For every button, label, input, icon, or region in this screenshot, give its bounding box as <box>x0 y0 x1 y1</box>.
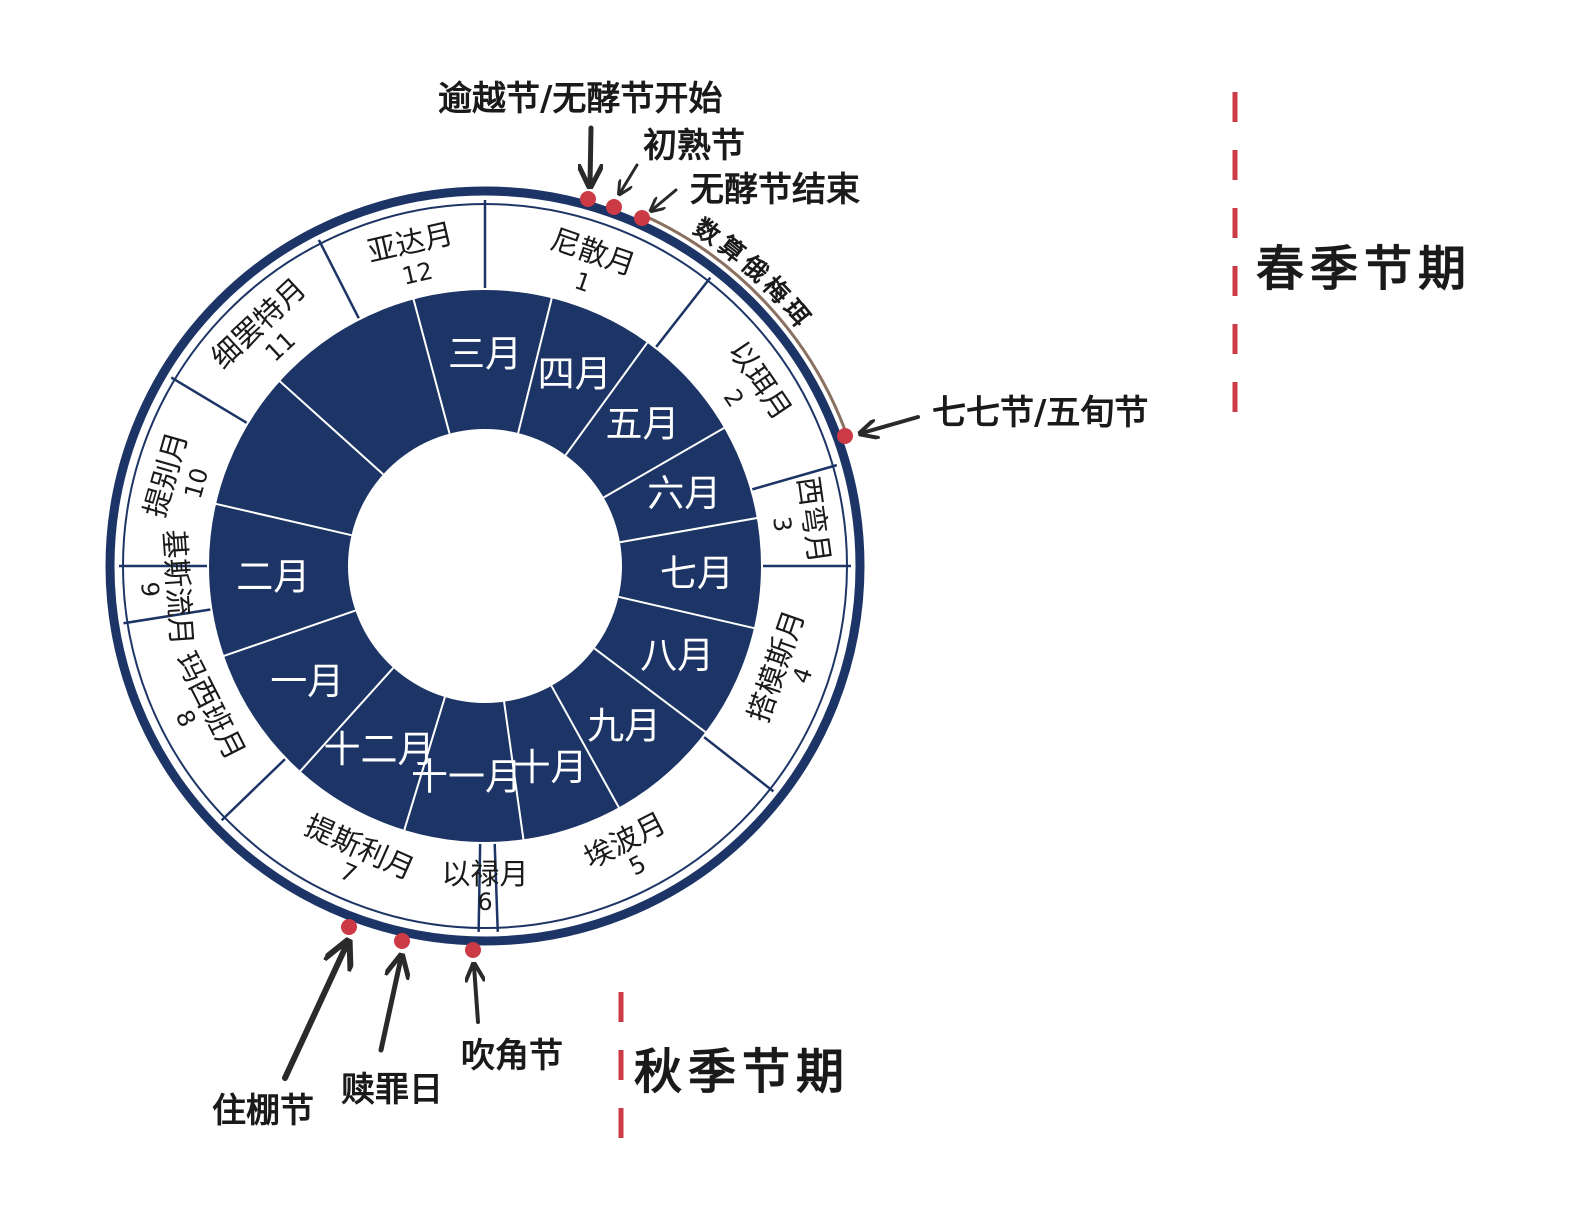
trumpets-dot <box>465 942 481 958</box>
outer-month-number-9: 9 <box>135 581 164 598</box>
firstfruits-dot <box>606 199 622 215</box>
tabernacles-dot <box>341 919 357 935</box>
inner-month-label-9: 十一月 <box>411 756 522 799</box>
inner-divider-8 <box>550 685 621 809</box>
outer-month-number-12: 12 <box>399 257 435 291</box>
trumpets-arrow-icon <box>474 966 478 1024</box>
tabernacles-label: 住棚节 <box>212 1091 314 1131</box>
omer-arc <box>644 214 847 431</box>
tabernacles-arrow-icon <box>282 944 347 1081</box>
outer-month-name-9: 基斯流月 <box>157 528 199 646</box>
unleavened-end-label: 无酵节结束 <box>690 170 860 210</box>
pentecost-arrow-icon <box>862 415 920 433</box>
unleavened-end-arrow-icon <box>652 188 678 210</box>
inner-month-dividers <box>214 296 758 841</box>
inner-month-label-12: 二月 <box>236 556 310 599</box>
inner-month-label-7: 九月 <box>587 704 661 747</box>
outer-divider-11 <box>170 376 248 424</box>
outer-month-number-3: 3 <box>767 515 797 534</box>
inner-divider-12 <box>222 609 356 658</box>
passover-label: 逾越节/无酵节开始 <box>438 79 722 119</box>
atonement-label: 赎罪日 <box>341 1070 443 1110</box>
pentecost-dot <box>837 428 853 444</box>
festival-arrows <box>282 125 920 1081</box>
festival-markers <box>341 191 853 958</box>
inner-month-label-2: 四月 <box>538 352 612 395</box>
firstfruits-arrow-icon <box>620 163 639 193</box>
wheel-center <box>348 429 622 703</box>
inner-divider-5 <box>619 516 758 544</box>
inner-divider-14 <box>278 379 384 476</box>
outer-month-name-6: 以禄月 <box>441 857 528 891</box>
spring-season-label: 春季节期 <box>1256 241 1472 297</box>
autumn-season-label: 秋季节期 <box>634 1044 850 1100</box>
inner-month-labels: 三月四月五月六月七月八月九月十月十一月十二月 一月 二月 <box>236 333 734 799</box>
calendar-wheel: 尼散月1以珥月2西弯月3搭模斯月4埃波月5以禄月6提斯利月7玛西班月8基斯流月9… <box>105 186 865 946</box>
trumpets-label: 吹角节 <box>461 1036 563 1076</box>
inner-divider-10 <box>403 696 446 832</box>
passover-arrow-icon <box>590 125 591 184</box>
inner-month-label-10: 十二月 <box>324 728 435 771</box>
festival-labels: 逾越节/无酵节开始 初熟节 无酵节结束 七七节/五旬节 吹角节 赎罪日 住棚节 <box>212 79 1148 1131</box>
inner-divider-7 <box>593 647 707 734</box>
inner-month-label-11: 一月 <box>270 660 344 703</box>
inner-divider-11 <box>298 667 395 773</box>
autumn-season: 秋季节期 <box>618 992 850 1158</box>
inner-month-label-1: 三月 <box>448 333 522 376</box>
inner-month-label-6: 八月 <box>640 634 714 677</box>
outer-divider-2 <box>655 276 712 348</box>
outer-divider-12 <box>317 239 360 319</box>
inner-month-label-5: 七月 <box>660 552 734 595</box>
outer-divider-6 <box>493 843 500 932</box>
inner-divider-13 <box>214 502 352 537</box>
inner-divider-2 <box>517 296 553 434</box>
atonement-dot <box>394 933 410 949</box>
unleavened-end-dot <box>634 210 650 226</box>
firstfruits-label: 初熟节 <box>643 126 745 166</box>
outer-divider-3 <box>751 463 838 491</box>
inner-divider-1 <box>412 298 451 434</box>
outer-divider-8 <box>220 758 286 822</box>
passover-dot <box>580 191 596 207</box>
spring-season: 春季节期 <box>1232 92 1472 436</box>
outer-divider-9 <box>123 608 211 625</box>
outer-divider-5 <box>703 736 775 793</box>
outer-month-dividers <box>119 200 851 932</box>
inner-divider-3 <box>564 341 649 456</box>
inner-month-label-8: 十月 <box>514 746 588 789</box>
atonement-arrow-icon <box>378 958 401 1053</box>
inner-divider-6 <box>618 595 756 630</box>
pentecost-label: 七七节/五旬节 <box>932 393 1148 433</box>
outer-month-number-6: 6 <box>477 888 492 916</box>
inner-month-label-4: 六月 <box>647 472 721 515</box>
inner-divider-9 <box>503 701 525 841</box>
inner-month-label-3: 五月 <box>606 403 680 446</box>
inner-divider-4 <box>603 426 726 499</box>
outer-divider-7 <box>477 843 482 932</box>
